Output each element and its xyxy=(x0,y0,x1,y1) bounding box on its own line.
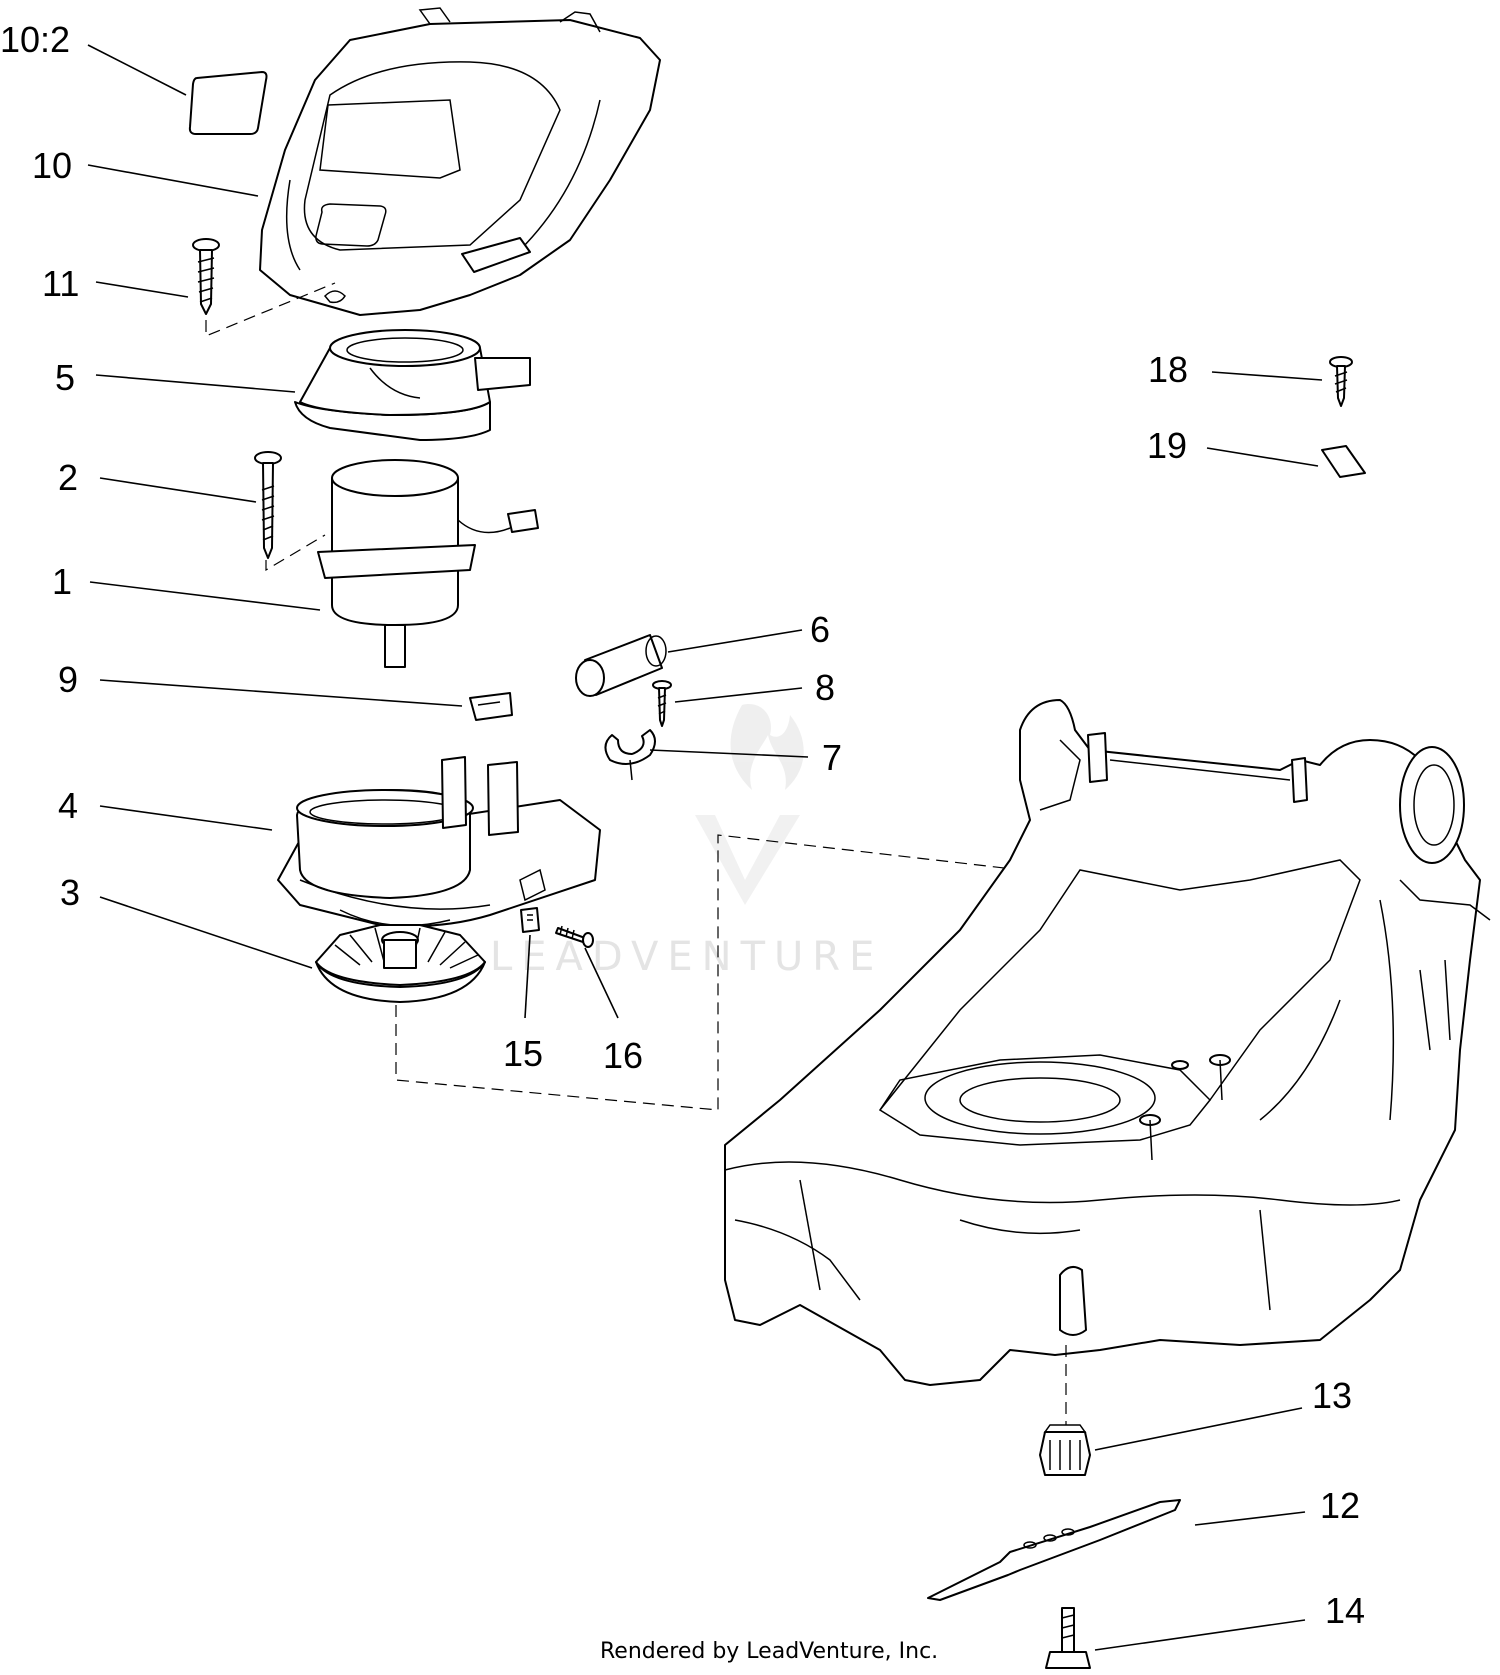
square-nut-part xyxy=(520,907,540,933)
rendered-by-credit: Rendered by LeadVenture, Inc. xyxy=(600,1639,938,1664)
callout-6: 6 xyxy=(810,609,830,650)
callout-labels: 10:2 10 11 5 2 1 9 4 3 6 8 7 15 16 18 19… xyxy=(0,19,1365,1631)
cable-clamp-part xyxy=(604,729,656,781)
leader-lines xyxy=(87,44,1323,1651)
watermark-text: LEADVENTURE xyxy=(490,934,883,980)
handle-screw-part xyxy=(1329,356,1353,407)
motor-mount-plate-part xyxy=(277,756,601,928)
callout-18: 18 xyxy=(1148,349,1188,390)
callout-8: 8 xyxy=(815,667,835,708)
callout-7: 7 xyxy=(822,737,842,778)
deck-screw-part xyxy=(555,925,594,948)
callout-2: 2 xyxy=(58,457,78,498)
motor-cap-part xyxy=(294,329,531,441)
blade-bolt-part xyxy=(1045,1607,1091,1669)
cooling-fan-part xyxy=(315,924,486,1003)
callout-19: 19 xyxy=(1147,425,1187,466)
small-clip-part xyxy=(469,692,513,721)
long-motor-screw-part xyxy=(254,451,282,559)
callout-5: 5 xyxy=(55,357,75,398)
callout-1: 1 xyxy=(52,561,72,602)
electric-motor-part xyxy=(317,459,539,668)
small-screw-part xyxy=(652,680,672,727)
callout-4: 4 xyxy=(58,785,78,826)
motor-cover-shroud-part xyxy=(259,7,661,316)
small-plate-part xyxy=(1321,445,1366,478)
callout-15: 15 xyxy=(503,1033,543,1074)
callout-16: 16 xyxy=(603,1035,643,1076)
callout-3: 3 xyxy=(60,872,80,913)
cylindrical-sleeve-part xyxy=(575,634,667,697)
callout-10-2: 10:2 xyxy=(0,19,70,60)
mower-blade-part xyxy=(927,1499,1181,1601)
callout-14: 14 xyxy=(1325,1590,1365,1631)
callout-9: 9 xyxy=(58,659,78,700)
blade-adapter-part xyxy=(1039,1424,1091,1476)
callout-10: 10 xyxy=(32,145,72,186)
callout-11: 11 xyxy=(42,263,79,304)
label-decal-part xyxy=(188,71,268,135)
mower-deck-housing-part xyxy=(724,699,1491,1386)
screw-11-alignment-line xyxy=(205,282,336,337)
leadventure-watermark-logo xyxy=(695,704,804,905)
callout-12: 12 xyxy=(1320,1485,1360,1526)
cover-screw-part xyxy=(192,238,220,315)
screw-2-alignment-line xyxy=(265,534,326,572)
callout-13: 13 xyxy=(1312,1375,1352,1416)
